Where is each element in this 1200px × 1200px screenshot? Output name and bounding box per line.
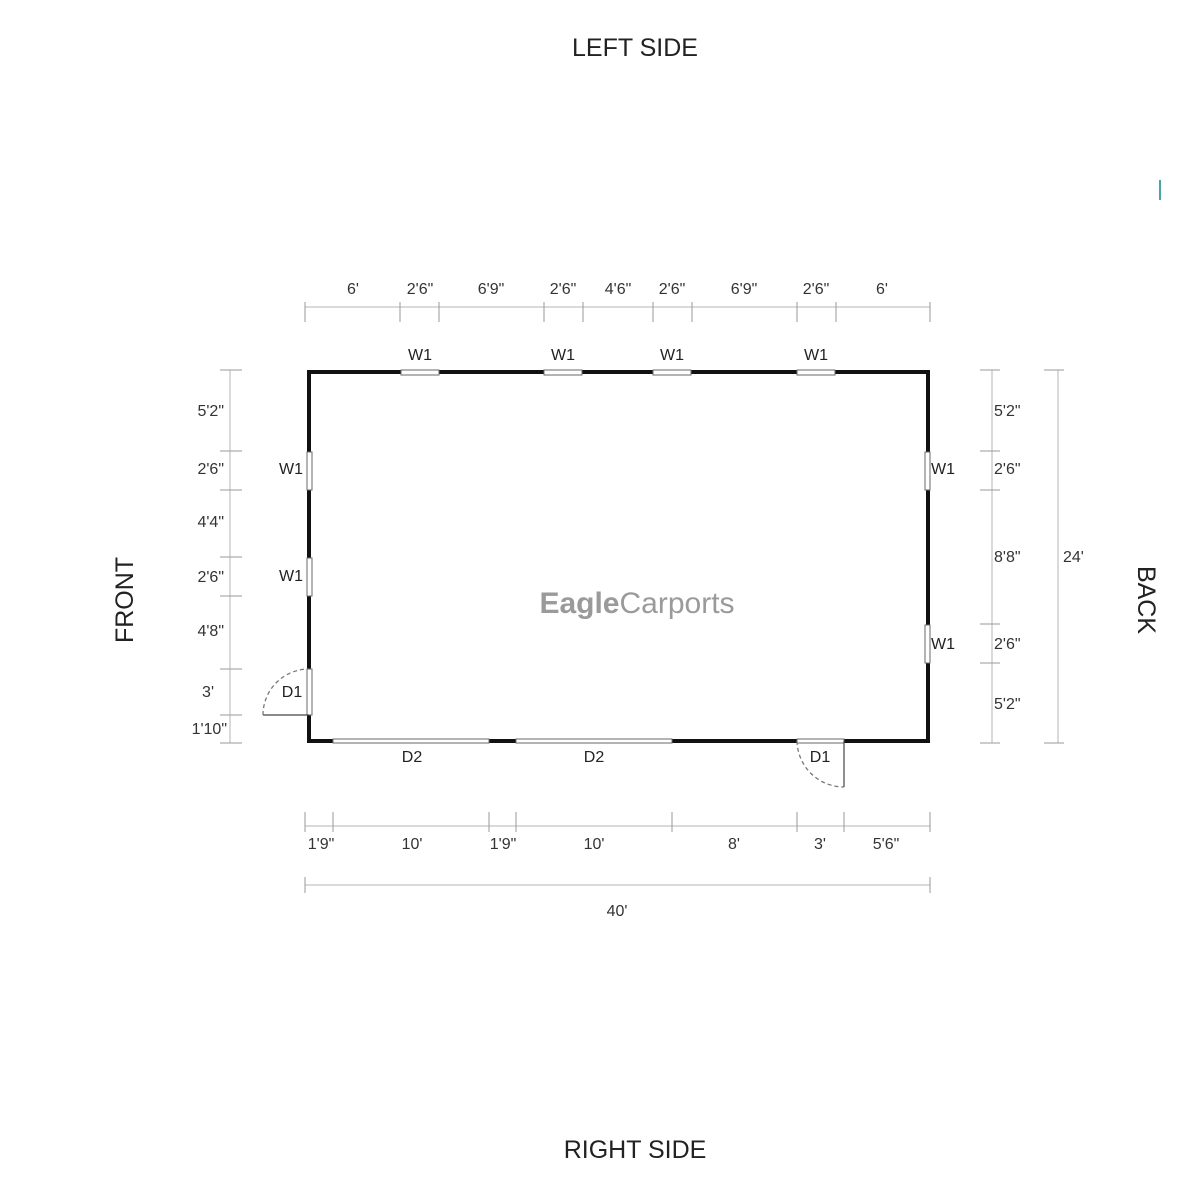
back-window-tag: W1 bbox=[931, 636, 955, 653]
front-dim-label: 2'6" bbox=[197, 461, 224, 478]
top-window-tag: W1 bbox=[660, 347, 684, 364]
front-dim-label: 3' bbox=[202, 684, 214, 701]
logo-carports: Carports bbox=[620, 587, 735, 620]
front-window-1 bbox=[306, 451, 313, 491]
top-dim-label: 2'6" bbox=[550, 281, 577, 298]
top-window-1 bbox=[400, 369, 440, 376]
back-side-label: BACK bbox=[1132, 566, 1160, 634]
eagle-carports-logo: EagleCarports bbox=[539, 587, 734, 620]
side-walk-door-tag: D1 bbox=[810, 749, 831, 766]
top-window-2 bbox=[543, 369, 583, 376]
top-window-4 bbox=[796, 369, 836, 376]
rollup-door-1 bbox=[332, 738, 490, 744]
top-dimension-chain: 6' 2'6" 6'9" 2'6" 4'6" 2'6" 6'9" 2'6" 6' bbox=[304, 281, 931, 322]
bottom-dim-label: 8' bbox=[728, 836, 740, 853]
rollup-door-tag: D2 bbox=[584, 749, 605, 766]
front-dim-label: 4'8" bbox=[197, 623, 224, 640]
building-outline bbox=[307, 370, 930, 743]
bottom-dim-label: 3' bbox=[814, 836, 826, 853]
top-dim-label: 6'9" bbox=[731, 281, 758, 298]
back-window-2 bbox=[924, 624, 931, 664]
top-window-tag: W1 bbox=[551, 347, 575, 364]
front-walk-door-swing bbox=[262, 668, 310, 716]
overall-depth-label: 24' bbox=[1063, 549, 1084, 566]
back-window-tag: W1 bbox=[931, 461, 955, 478]
back-dim-label: 5'2" bbox=[994, 696, 1021, 713]
front-dimension-chain: 5'2" 2'6" 4'4" 2'6" 4'8" 3' 1'10" bbox=[192, 369, 242, 744]
front-window-tag: W1 bbox=[279, 568, 303, 585]
front-dim-label: 1'10" bbox=[192, 721, 227, 738]
rollup-door-2 bbox=[515, 738, 673, 744]
side-walk-door-swing bbox=[796, 740, 845, 788]
top-dim-label: 6' bbox=[347, 281, 359, 298]
top-dim-label: 2'6" bbox=[803, 281, 830, 298]
back-dim-label: 2'6" bbox=[994, 461, 1021, 478]
bottom-dimension-chain: 1'9" 10' 1'9" 10' 8' 3' 5'6" bbox=[304, 812, 931, 853]
left-side-label: LEFT SIDE bbox=[572, 34, 698, 62]
bottom-dim-label: 1'9" bbox=[308, 836, 335, 853]
logo-eagle: Eagle bbox=[539, 587, 619, 620]
bottom-dim-label: 10' bbox=[584, 836, 605, 853]
front-window-2 bbox=[306, 557, 313, 597]
front-dim-label: 5'2" bbox=[197, 403, 224, 420]
top-dim-label: 6'9" bbox=[478, 281, 505, 298]
front-walk-door-opening bbox=[306, 668, 313, 716]
back-dim-label: 5'2" bbox=[994, 403, 1021, 420]
front-walk-door-tag: D1 bbox=[282, 684, 303, 701]
overall-width-dimension: 40' bbox=[304, 877, 931, 920]
back-dimension-chain: 5'2" 2'6" 8'8" 2'6" 5'2" bbox=[980, 369, 1021, 744]
top-dim-label: 2'6" bbox=[659, 281, 686, 298]
back-dim-label: 2'6" bbox=[994, 636, 1021, 653]
rollup-door-tag: D2 bbox=[402, 749, 423, 766]
top-dim-label: 4'6" bbox=[605, 281, 632, 298]
bottom-dim-label: 1'9" bbox=[490, 836, 517, 853]
side-walk-door-opening bbox=[796, 738, 845, 744]
front-dim-label: 2'6" bbox=[197, 569, 224, 586]
top-dim-label: 6' bbox=[876, 281, 888, 298]
front-window-tag: W1 bbox=[279, 461, 303, 478]
right-side-label: RIGHT SIDE bbox=[564, 1136, 707, 1164]
back-dim-label: 8'8" bbox=[994, 549, 1021, 566]
front-dim-label: 4'4" bbox=[197, 514, 224, 531]
bottom-dim-label: 5'6" bbox=[873, 836, 900, 853]
top-dim-label: 2'6" bbox=[407, 281, 434, 298]
overall-width-label: 40' bbox=[607, 903, 628, 920]
bottom-dim-label: 10' bbox=[402, 836, 423, 853]
back-window-1 bbox=[924, 451, 931, 491]
top-window-3 bbox=[652, 369, 692, 376]
top-window-tag: W1 bbox=[408, 347, 432, 364]
top-window-tag: W1 bbox=[804, 347, 828, 364]
overall-depth-dimension: 24' bbox=[1044, 369, 1084, 744]
front-side-label: FRONT bbox=[111, 557, 139, 643]
